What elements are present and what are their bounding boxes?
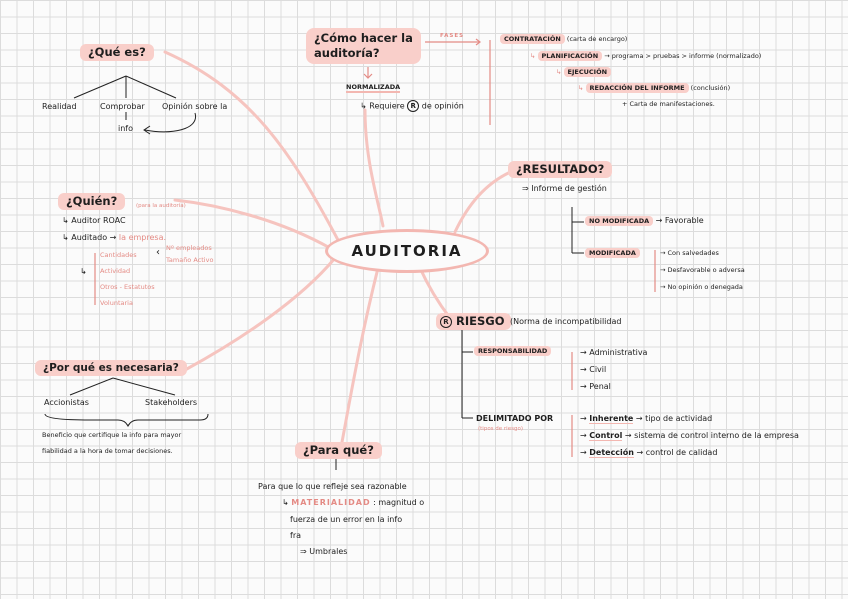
- por-que-desc-2: fiabilidad a la hora de tomar decisiones…: [42, 447, 173, 455]
- auditado-label: ↳ Auditado →: [62, 233, 117, 242]
- responsabilidad-text: RESPONSABILIDAD: [474, 346, 552, 356]
- para-que-title: ¿Para qué?: [295, 442, 382, 460]
- requiere-pre: ↳ Requiere: [360, 101, 405, 111]
- redaccion-label: REDACCIÓN DEL INFORME: [585, 83, 689, 93]
- quien-tamano: Tamaño Activo: [166, 256, 214, 264]
- para-que-line4: fra: [290, 531, 302, 540]
- riesgo-note: (Norma de incompatibilidad: [510, 317, 622, 326]
- control-row: → Control → sistema de control interno d…: [580, 431, 799, 441]
- como-title-line2: auditoría?: [314, 45, 380, 60]
- contratacion-note: (carta de encargo): [566, 35, 628, 43]
- redaccion-note: (conclusión): [690, 84, 731, 92]
- quien-roac: ↳ Auditor ROAC: [62, 216, 126, 225]
- contratacion-label: CONTRATACIÓN: [500, 34, 565, 44]
- resultado-modificada: MODIFICADA: [585, 248, 640, 258]
- quien-otros: Otros - Estatutos: [100, 283, 155, 291]
- inherente-note: → tipo de actividad: [635, 414, 713, 423]
- fase-contratacion: CONTRATACIÓN (carta de encargo): [500, 34, 628, 44]
- que-es-title: ¿Qué es?: [80, 44, 154, 62]
- inherente-row: → Inherente → tipo de actividad: [580, 414, 713, 424]
- empresa-label: la empresa.: [118, 233, 167, 242]
- control-label: Control: [589, 431, 623, 441]
- resultado-informe: ⇒ Informe de gestión: [522, 184, 607, 193]
- para-que-line1: Para que lo que refleje sea razonable: [258, 482, 407, 491]
- no-modificada-label: NO MODIFICADA: [585, 216, 654, 226]
- responsabilidad-label: RESPONSABILIDAD: [474, 346, 552, 356]
- por-que-desc-1: Beneficio que certifique la info para ma…: [42, 431, 182, 439]
- materialidad-post: : magnitud o: [373, 498, 425, 507]
- r-mark-icon-riesgo: R: [440, 315, 452, 328]
- para-que-line3: fuerza de un error en la info: [290, 515, 403, 524]
- fase-planificacion: ↳ PLANIFICACIÓN → programa > pruebas > i…: [530, 51, 762, 61]
- quien-n-empleados: Nº empleados: [166, 244, 212, 252]
- resultado-title: ¿RESULTADO?: [508, 161, 613, 179]
- fases-label: FASES: [440, 33, 465, 39]
- planificacion-label: PLANIFICACIÓN: [537, 51, 603, 61]
- central-node: AUDITORIA: [325, 229, 489, 273]
- resp-administrativa: → Administrativa: [580, 348, 648, 357]
- que-es-item-realidad: Realidad: [42, 102, 77, 111]
- tipos-riesgo: (tipos de riesgo): [478, 426, 523, 432]
- carta-manifestaciones: + Carta de manifestaciones.: [622, 100, 715, 108]
- que-es-item-opinion: Opinión sobre la: [162, 102, 228, 111]
- delimitado-label: DELIMITADO POR: [476, 414, 554, 423]
- para-que-line2: ↳ MATERIALIDAD : magnitud o: [282, 498, 424, 507]
- favorable-label: → Favorable: [655, 216, 704, 225]
- como-title: ¿Cómo hacer la auditoría?: [306, 28, 421, 64]
- r-mark-icon: R: [407, 100, 420, 112]
- riesgo-title-box: R RIESGO: [436, 313, 511, 331]
- deteccion-label: Detección: [589, 448, 634, 458]
- quien-note: (para la auditoría): [136, 203, 186, 209]
- que-es-item-comprobar: Comprobar: [100, 102, 145, 111]
- quien-auditado: ↳ Auditado → la empresa.: [62, 233, 166, 242]
- materialidad-label: MATERIALIDAD: [291, 498, 371, 507]
- para-que-umbrales: ⇒ Umbrales: [300, 547, 348, 556]
- como-title-line1: ¿Cómo hacer la: [314, 31, 413, 45]
- ejecucion-label: EJECUCIÓN: [563, 67, 612, 77]
- control-note: → sistema de control interno de la empre…: [624, 431, 799, 440]
- requiere-post: de opinión: [421, 101, 464, 111]
- quien-title: ¿Quién?: [58, 193, 126, 211]
- resultado-no-modificada-row: NO MODIFICADA → Favorable: [585, 216, 704, 226]
- riesgo-title: RIESGO: [456, 314, 505, 328]
- que-es-info: info: [118, 124, 134, 133]
- deteccion-note: → control de calidad: [636, 448, 718, 457]
- fase-redaccion: ↳ REDACCIÓN DEL INFORME (conclusión): [578, 83, 731, 93]
- resp-civil: → Civil: [580, 365, 607, 374]
- resp-penal: → Penal: [580, 382, 611, 391]
- por-que-accionistas: Accionistas: [44, 398, 89, 407]
- brace-icon: ‹: [156, 247, 160, 258]
- requiere-line: ↳ Requiere R de opinión: [360, 100, 464, 112]
- por-que-stakeholders: Stakeholders: [145, 398, 198, 407]
- fase-ejecucion: ↳ EJECUCIÓN: [556, 67, 612, 77]
- deteccion-row: → Detección → control de calidad: [580, 448, 718, 458]
- mod-item-no-opinion: → No opinión o denegada: [660, 283, 743, 291]
- por-que-title: ¿Por qué es necesaria?: [35, 360, 187, 377]
- materialidad-pre: ↳: [282, 498, 289, 507]
- hook-arrow-icon: ↳: [80, 267, 87, 276]
- quien-voluntaria: Voluntaria: [100, 299, 133, 307]
- planificacion-note: → programa > pruebas > informe (normaliz…: [604, 52, 762, 60]
- inherente-label: Inherente: [589, 414, 634, 424]
- mod-item-salvedades: → Con salvedades: [660, 249, 719, 257]
- normalizada-label: NORMALIZADA: [346, 83, 401, 94]
- quien-actividad: Actividad: [100, 267, 131, 275]
- mod-item-desfavorable: → Desfavorable o adversa: [660, 266, 745, 274]
- modificada-label: MODIFICADA: [585, 248, 640, 258]
- quien-cantidades: Cantidades: [100, 251, 137, 259]
